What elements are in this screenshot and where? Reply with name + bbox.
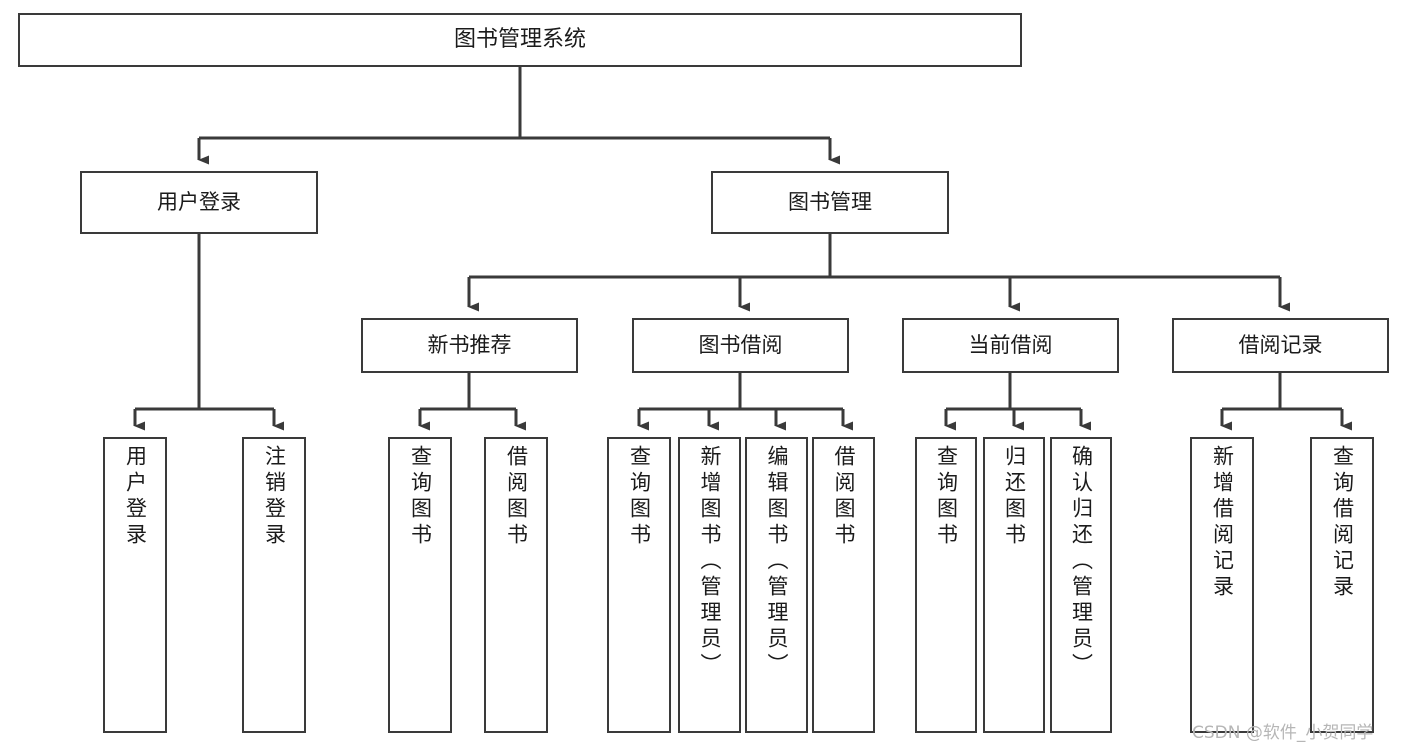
leaf-node-3-label: 借阅图书 — [504, 445, 529, 549]
leaf-node-11-label: 新增借阅记录 — [1210, 445, 1235, 601]
leaf-node-3[interactable]: 借阅图书 — [484, 437, 548, 733]
leaf-node-4-label: 查询图书 — [627, 445, 652, 549]
level1-node-0-label: 用户登录 — [157, 190, 241, 215]
level2-node-1-label: 图书借阅 — [698, 333, 783, 358]
level2-node-2[interactable]: 当前借阅 — [902, 318, 1119, 373]
leaf-node-0[interactable]: 用户登录 — [103, 437, 167, 733]
leaf-node-9-label: 归还图书 — [1002, 445, 1027, 549]
leaf-node-4[interactable]: 查询图书 — [607, 437, 671, 733]
leaf-node-1-label: 注销登录 — [262, 445, 287, 549]
level1-node-1[interactable]: 图书管理 — [711, 171, 949, 234]
leaf-node-7[interactable]: 借阅图书 — [812, 437, 875, 733]
leaf-node-8-label: 查询图书 — [934, 445, 959, 549]
level2-node-3-label: 借阅记录 — [1238, 333, 1323, 358]
leaf-node-11[interactable]: 新增借阅记录 — [1190, 437, 1254, 733]
leaf-node-6[interactable]: 编辑图书（管理员） — [745, 437, 808, 733]
leaf-node-5-label: 新增图书（管理员） — [698, 445, 722, 679]
level2-node-2-label: 当前借阅 — [968, 333, 1053, 358]
leaf-node-7-label: 借阅图书 — [832, 445, 856, 549]
level1-node-0[interactable]: 用户登录 — [80, 171, 318, 234]
leaf-node-0-label: 用户登录 — [123, 445, 148, 549]
leaf-node-6-label: 编辑图书（管理员） — [765, 445, 789, 679]
leaf-node-8[interactable]: 查询图书 — [915, 437, 977, 733]
leaf-node-2[interactable]: 查询图书 — [388, 437, 452, 733]
leaf-node-5[interactable]: 新增图书（管理员） — [678, 437, 741, 733]
csdn-watermark: CSDN @软件_小贺同学 — [1192, 723, 1374, 743]
level2-node-3[interactable]: 借阅记录 — [1172, 318, 1389, 373]
leaf-node-9[interactable]: 归还图书 — [983, 437, 1045, 733]
level2-node-1[interactable]: 图书借阅 — [632, 318, 849, 373]
level2-node-0-label: 新书推荐 — [427, 333, 512, 358]
leaf-node-2-label: 查询图书 — [408, 445, 433, 549]
level2-node-0[interactable]: 新书推荐 — [361, 318, 578, 373]
leaf-node-10-label: 确认归还（管理员） — [1069, 445, 1094, 679]
root-node-system-label: 图书管理系统 — [453, 27, 586, 53]
level1-node-1-label: 图书管理 — [788, 190, 872, 215]
leaf-node-12-label: 查询借阅记录 — [1330, 445, 1355, 601]
leaf-node-10[interactable]: 确认归还（管理员） — [1050, 437, 1112, 733]
leaf-node-12[interactable]: 查询借阅记录 — [1310, 437, 1374, 733]
leaf-node-1[interactable]: 注销登录 — [242, 437, 306, 733]
root-node-system[interactable]: 图书管理系统 — [18, 13, 1022, 67]
